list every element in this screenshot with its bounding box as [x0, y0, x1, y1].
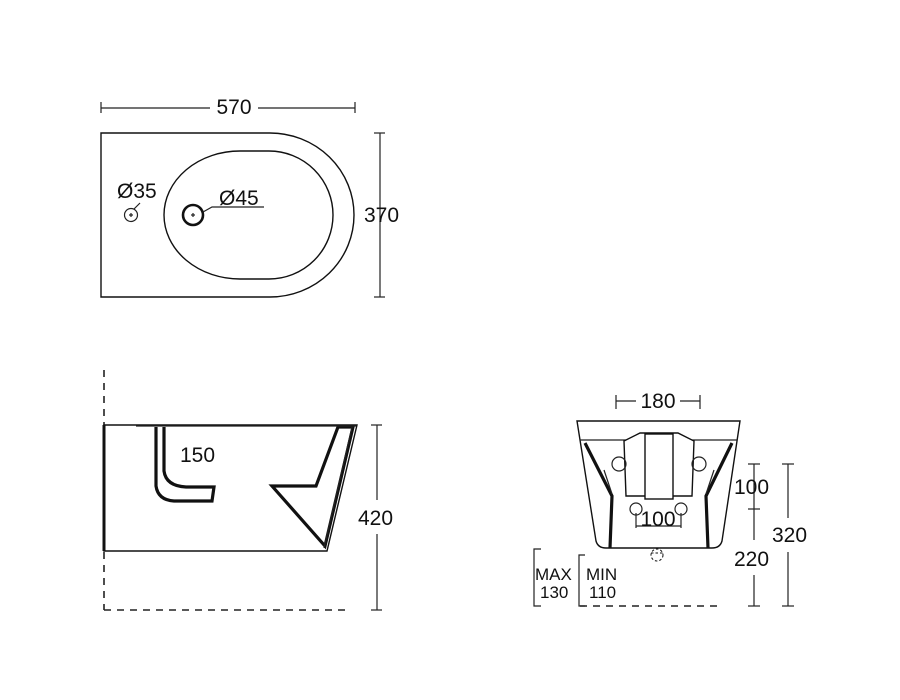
- upper-dimension: 100: [734, 463, 769, 510]
- upper-right-bolt: [691, 456, 707, 472]
- bowl-inner-wall: [154, 427, 216, 503]
- max-min-dimensions: MAX 130 MIN 110: [533, 548, 617, 607]
- bolt-spacing-dimension: 100: [635, 508, 682, 531]
- side-view-outline: [103, 424, 358, 552]
- max-label: MAX: [535, 565, 572, 584]
- waste-outlet: [650, 548, 664, 562]
- bolt-spacing-label: 100: [640, 508, 675, 531]
- large-hole: Ø45: [181, 187, 264, 227]
- large-hole-label: Ø45: [219, 187, 259, 210]
- bowl-depth-label: 150: [180, 444, 215, 467]
- right-shoulder: [704, 442, 734, 549]
- total-dimension: 320: [772, 463, 807, 607]
- width-dimension: 570: [100, 96, 356, 119]
- total-label: 320: [772, 524, 807, 547]
- lower-label: 220: [734, 548, 769, 571]
- height-label: 420: [358, 507, 393, 530]
- upper-left-bolt: [611, 456, 627, 472]
- rear-width-label: 180: [640, 390, 675, 413]
- min-label: MIN: [586, 565, 617, 584]
- depth-dimension: 370: [364, 132, 399, 298]
- min-value: 110: [589, 583, 616, 602]
- drain-block: [644, 433, 674, 500]
- side-view: 150 420: [102, 370, 393, 611]
- small-hole: Ø35: [117, 180, 157, 223]
- left-shoulder: [583, 442, 614, 549]
- lower-dimension: 220: [734, 509, 769, 607]
- top-view: 570 Ø35 Ø45 370: [100, 96, 399, 298]
- height-dimension: 420: [358, 424, 393, 611]
- upper-label: 100: [734, 476, 769, 499]
- rear-view: 180 100: [533, 390, 807, 607]
- front-skirt: [268, 425, 356, 550]
- small-hole-label: Ø35: [117, 180, 157, 203]
- width-label: 570: [216, 96, 251, 119]
- bowl-outline: [163, 150, 334, 280]
- depth-label: 370: [364, 204, 399, 227]
- rear-width-dimension: 180: [615, 390, 701, 413]
- max-value: 130: [540, 583, 568, 602]
